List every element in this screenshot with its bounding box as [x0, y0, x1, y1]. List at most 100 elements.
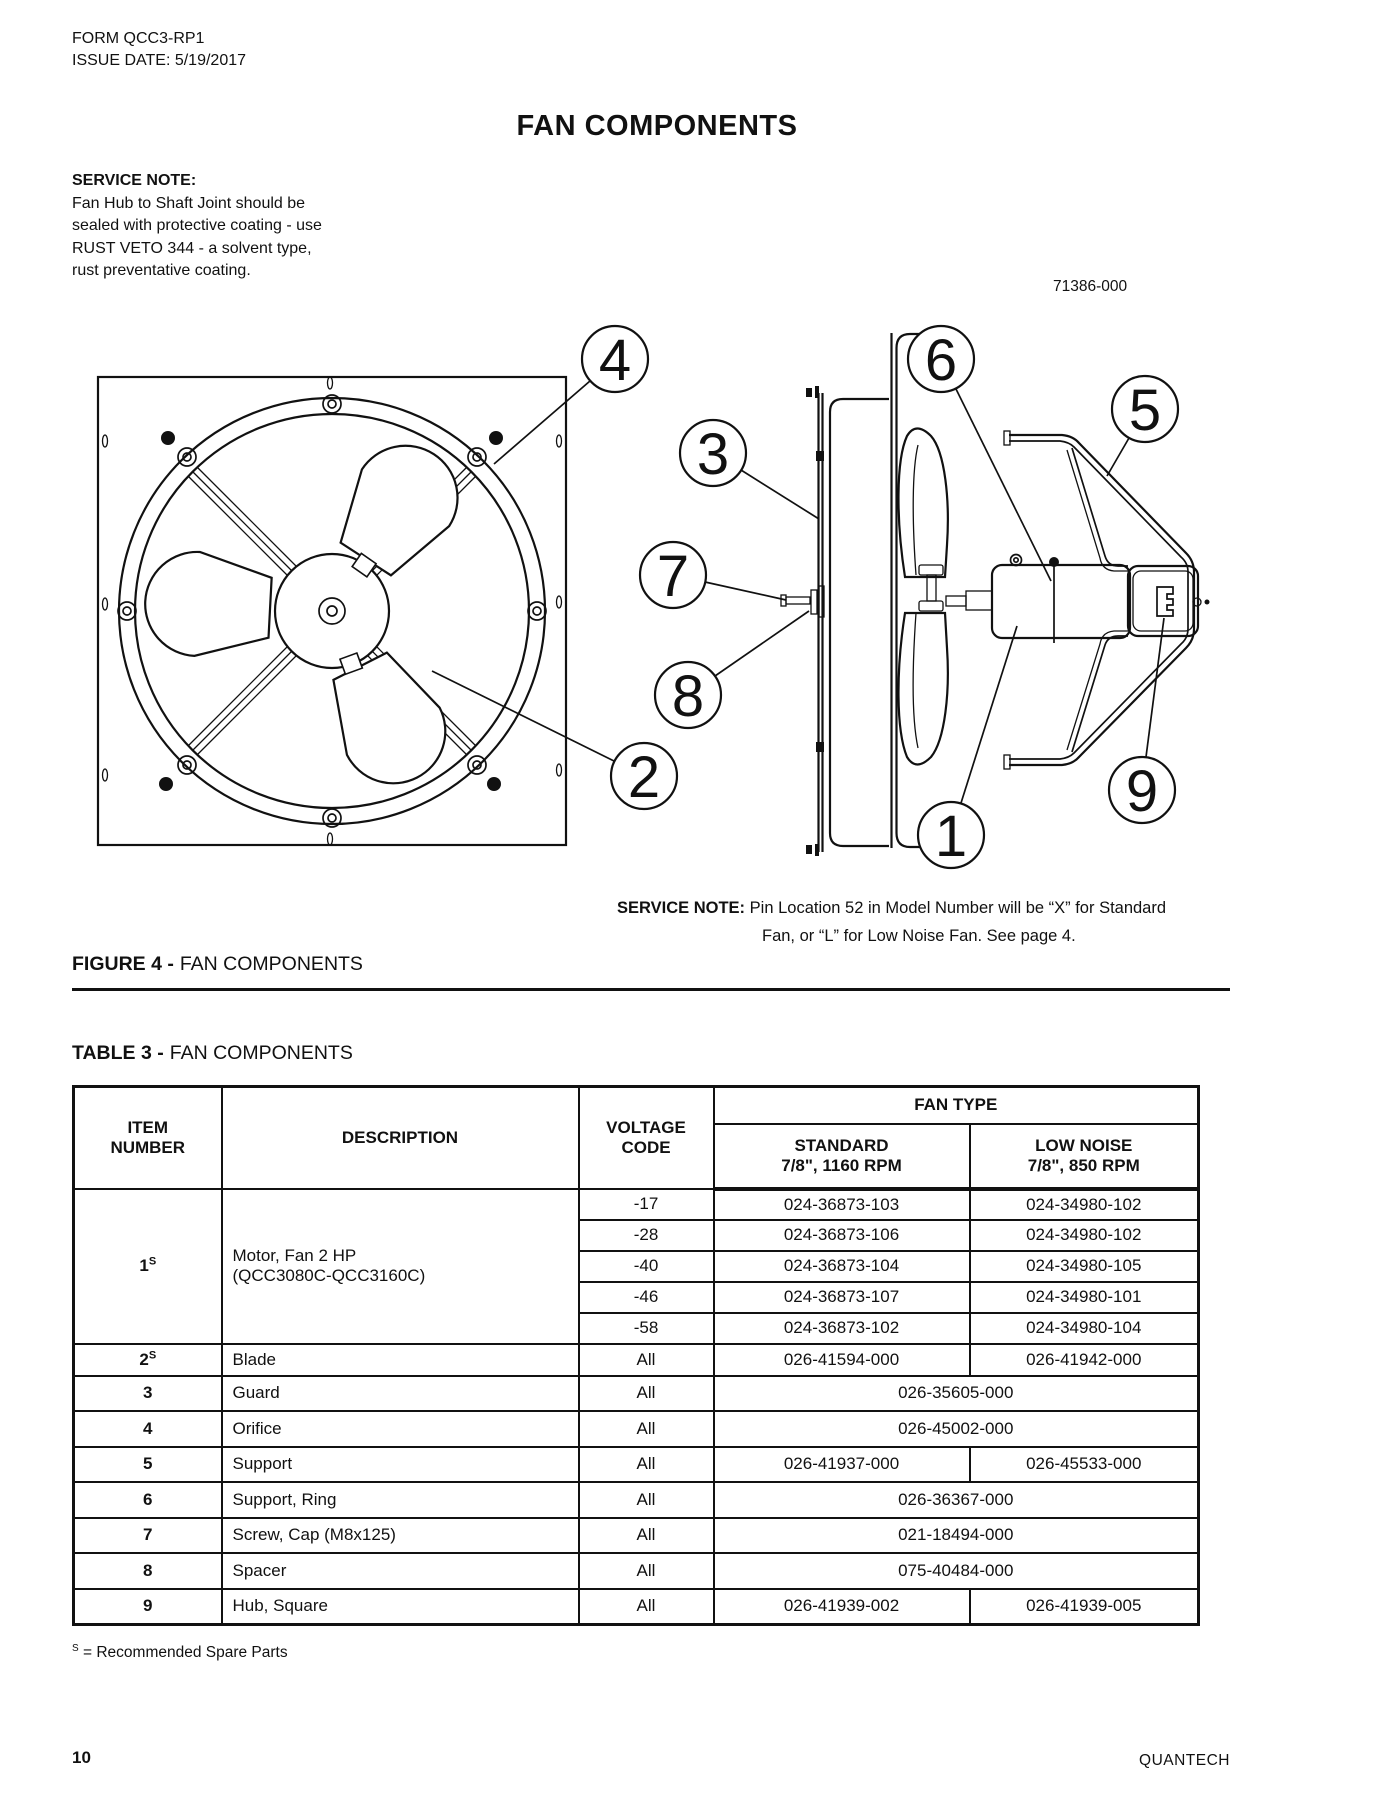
description-cell: Motor, Fan 2 HP(QCC3080C-QCC3160C) [220, 1187, 580, 1345]
table-row: 9 Hub, Square All 026-41939-002 026-4193… [72, 1587, 1200, 1625]
table-row: 7 Screw, Cap (M8x125) All 021-18494-000 [72, 1516, 1200, 1554]
part-number-cell: 026-45002-000 [712, 1410, 1200, 1448]
standard-part-cell: 024-36873-103 [712, 1187, 971, 1221]
panel-edge-slots [101, 376, 563, 846]
voltage-code-cell: -28 [577, 1219, 715, 1252]
description-cell: Support, Ring [220, 1481, 580, 1519]
service-note-line: RUST VETO 344 - a solvent type, [72, 239, 312, 257]
item-number-cell: 9 [72, 1587, 223, 1625]
horizontal-rule [72, 988, 1230, 991]
figure-service-note-label: SERVICE NOTE: [617, 899, 746, 917]
drawing-number-label: 71386-000 [1053, 278, 1128, 295]
svg-text:5: 5 [1129, 378, 1161, 443]
part-number-cell: 026-36367-000 [712, 1481, 1200, 1519]
description-cell: Orifice [220, 1410, 580, 1448]
item-number-cell: 1S [72, 1187, 223, 1345]
description-cell: Screw, Cap (M8x125) [220, 1516, 580, 1554]
standard-part-cell: 026-41939-002 [712, 1587, 971, 1625]
voltage-code-cell: All [577, 1410, 715, 1448]
orifice-ring [117, 396, 547, 826]
table-row: -46 024-36873-107 024-34980-101 [74, 1281, 1200, 1314]
service-note-line: sealed with protective coating - use [72, 217, 322, 234]
description-cell: Guard [220, 1374, 580, 1412]
figure-caption: FIGURE 4 -FAN COMPONENTS [72, 953, 363, 975]
voltage-code-cell: -40 [577, 1250, 715, 1283]
standard-part-cell: 024-36873-107 [712, 1281, 971, 1314]
low-noise-part-cell: 026-45533-000 [968, 1445, 1200, 1483]
part-number-cell: 026-35605-000 [712, 1374, 1200, 1412]
table-row: 8 Spacer All 075-40484-000 [72, 1552, 1200, 1590]
fan-components-figure: 71386-000 [96, 278, 1210, 870]
form-number: FORM QCC3-RP1 [72, 30, 205, 47]
part-number-cell: 075-40484-000 [712, 1552, 1200, 1590]
svg-text:3: 3 [697, 422, 729, 487]
cap-screw-and-spacer [780, 585, 825, 618]
low-noise-part-cell: 024-34980-101 [968, 1281, 1200, 1314]
voltage-code-cell: All [577, 1552, 715, 1590]
ring-bolts [117, 394, 547, 828]
voltage-code-cell: All [577, 1587, 715, 1625]
table-row: -58 024-36873-102 024-34980-104 [74, 1312, 1200, 1345]
description-cell: Hub, Square [220, 1587, 580, 1625]
svg-text:6: 6 [925, 328, 957, 393]
fan-hub [273, 552, 391, 676]
voltage-code-cell: All [577, 1374, 715, 1412]
issue-date: ISSUE DATE: 5/19/2017 [72, 52, 247, 69]
table-row: 6 Support, Ring All 026-36367-000 [72, 1481, 1200, 1519]
fan-side-view [780, 332, 1210, 856]
standard-part-cell: 026-41594-000 [712, 1342, 971, 1377]
col-header-description: DESCRIPTION [220, 1085, 580, 1190]
callout-8: 8 [653, 660, 723, 730]
mount-panel-outline [96, 375, 568, 847]
fan-front-view [96, 375, 568, 847]
table-row: 3 Guard All 026-35605-000 [72, 1374, 1200, 1412]
description-cell: Support [220, 1445, 580, 1483]
voltage-code-cell: -46 [577, 1281, 715, 1314]
part-number-cell: 021-18494-000 [712, 1516, 1200, 1554]
low-noise-part-cell: 024-34980-105 [968, 1250, 1200, 1283]
service-note-top: SERVICE NOTE: Fan Hub to Shaft Joint sho… [72, 170, 322, 283]
low-noise-part-cell: 024-34980-102 [968, 1219, 1200, 1252]
figure-service-note-line2: Fan, or “L” for Low Noise Fan. See page … [762, 927, 1076, 945]
guard-profile [806, 386, 824, 856]
support-frame [1003, 430, 1196, 770]
table-footnote: S = Recommended Spare Parts [72, 1643, 288, 1662]
item-number-cell: 7 [72, 1516, 223, 1554]
callouts: 1 2 3 4 5 6 7 [580, 324, 1180, 870]
item-number-cell: 2S [72, 1342, 223, 1377]
callout-1: 1 [916, 800, 986, 870]
item-number-cell: 6 [72, 1481, 223, 1519]
square-hub [1156, 586, 1174, 617]
callout-6: 6 [906, 324, 976, 394]
callout-3: 3 [678, 418, 748, 488]
standard-part-cell: 024-36873-102 [712, 1312, 971, 1345]
service-note-line: rust preventative coating. [72, 262, 251, 279]
low-noise-part-cell: 024-34980-102 [968, 1187, 1200, 1221]
motor-mount-frame [1126, 564, 1210, 638]
motor [990, 553, 1132, 643]
item-number-cell: 3 [72, 1374, 223, 1412]
table-row: -40 024-36873-104 024-34980-105 [74, 1250, 1200, 1283]
svg-text:2: 2 [628, 745, 660, 810]
service-note-label: SERVICE NOTE: [72, 172, 197, 189]
form-header: FORM QCC3-RP1 ISSUE DATE: 5/19/2017 [72, 28, 246, 72]
table-row: 5 Support All 026-41937-000 026-45533-00… [72, 1445, 1200, 1483]
item-number-cell: 4 [72, 1410, 223, 1448]
figure-service-note-line1: SERVICE NOTE: Pin Location 52 in Model N… [617, 899, 1167, 917]
description-cell: Spacer [220, 1552, 580, 1590]
voltage-code-cell: -17 [577, 1187, 715, 1221]
svg-text:4: 4 [599, 328, 631, 393]
voltage-code-cell: All [577, 1342, 715, 1377]
voltage-code-cell: All [577, 1516, 715, 1554]
callout-5: 5 [1110, 374, 1180, 444]
svg-text:9: 9 [1126, 759, 1158, 824]
support-ring-members [1066, 447, 1128, 753]
svg-text:1: 1 [935, 804, 967, 869]
low-noise-part-cell: 024-34980-104 [968, 1312, 1200, 1345]
page-title: FAN COMPONENTS [516, 110, 798, 142]
